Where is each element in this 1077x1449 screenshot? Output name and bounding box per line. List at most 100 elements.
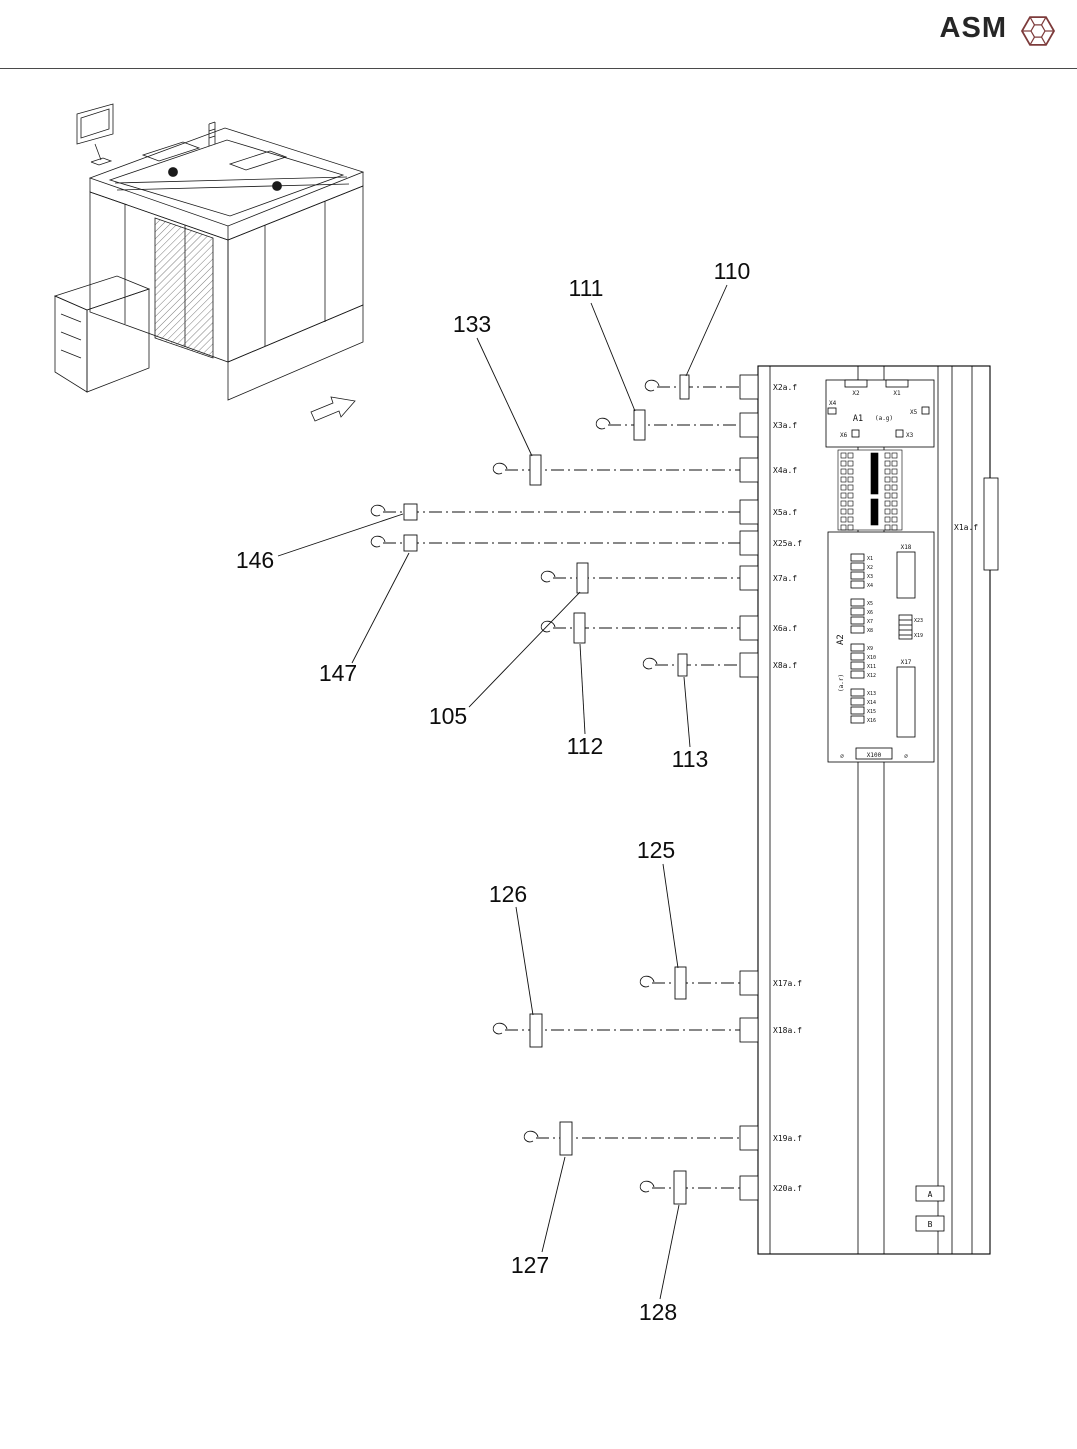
connector-stub-x20af: X20a.f — [739, 1175, 802, 1201]
connector-label: X17a.f — [773, 979, 802, 988]
cable-connector-symbol — [674, 966, 687, 1000]
connector-label: X4a.f — [773, 466, 797, 475]
a2-port-label: X11 — [867, 664, 876, 670]
a2-port-x17-label: X17 — [901, 659, 912, 666]
cable-links: 110 111 133 — [236, 258, 751, 1325]
cable-113: 113 — [642, 653, 740, 772]
a2-port-label: X16 — [867, 718, 876, 724]
machine-signal-tower — [208, 121, 216, 146]
cable-110: 110 — [644, 258, 751, 400]
a2-variant-label: (a.r) — [838, 674, 845, 692]
callout-label-105: 105 — [429, 703, 467, 729]
a2-port-label: X3 — [867, 574, 873, 580]
callout-label-128: 128 — [639, 1299, 677, 1325]
connector-stub-x2af: X2a.f — [739, 374, 797, 400]
cable-connector-symbol — [633, 409, 646, 441]
connector-stub-x5af: X5a.f — [739, 499, 797, 525]
machine-feeder-cabinet — [53, 275, 151, 393]
a2-dip-top-label: X23 — [914, 618, 923, 624]
connector-label: X3a.f — [773, 421, 797, 430]
cable-end-hook-icon — [642, 657, 658, 670]
machine-isometric-illustration — [53, 103, 365, 422]
screw-symbol: ⌀ — [904, 753, 908, 760]
cable-147: 147 — [319, 534, 740, 686]
cable-connector-symbol — [403, 503, 418, 521]
cable-connector-symbol — [529, 454, 542, 486]
cable-111: 111 — [569, 275, 740, 441]
a2-port-label: X6 — [867, 610, 873, 616]
callout-label-110: 110 — [714, 258, 751, 284]
box-b-label: B — [928, 1220, 933, 1229]
a2-port-label: X10 — [867, 655, 876, 661]
callout-label-111: 111 — [569, 275, 604, 301]
terminal-strip — [837, 449, 903, 531]
cable-133: 133 — [453, 311, 740, 486]
cable-connector-symbol — [529, 1013, 543, 1048]
a2-port-label: X1 — [867, 556, 873, 562]
cable-126: 126 — [489, 881, 740, 1048]
a1-port-x4-label: X4 — [829, 400, 837, 407]
direction-arrow-icon — [310, 396, 356, 422]
connector-label: X2a.f — [773, 383, 797, 392]
cable-end-hook-icon — [540, 620, 556, 633]
cable-127: 127 — [511, 1121, 740, 1278]
cable-end-hook-icon — [639, 1180, 655, 1193]
a2-name-label: A2 — [836, 634, 846, 645]
a2-port-label: X4 — [867, 583, 873, 589]
a2-port-label: X8 — [867, 628, 873, 634]
machine-hatched-panel — [154, 217, 214, 359]
brand-logo — [1015, 8, 1061, 54]
a2-port-label: X14 — [867, 700, 876, 706]
cable-connector-symbol — [576, 562, 589, 594]
cable-end-hook-icon — [370, 504, 386, 517]
connector-stub-x8af: X8a.f — [739, 652, 797, 678]
right-connector-x1af: X1a.f — [954, 477, 999, 571]
a1-name-label: A1 — [853, 414, 863, 424]
connector-stub-x7af: X7a.f — [739, 565, 797, 591]
a2-port-label: X7 — [867, 619, 873, 625]
cable-end-hook-icon — [370, 535, 386, 548]
a2-port-label: X2 — [867, 565, 873, 571]
cable-end-hook-icon — [540, 570, 556, 583]
connector-stub-x18af: X18a.f — [739, 1017, 802, 1043]
electrical-panel: X2a.f X3a.f X4a.f X5a.f X25a.f X7a.f — [739, 365, 999, 1255]
a2-port-label: X13 — [867, 691, 876, 697]
connector-label: X7a.f — [773, 574, 797, 583]
connector-stub-x19af: X19a.f — [739, 1125, 802, 1151]
cable-end-hook-icon — [639, 975, 655, 988]
cable-112: 112 — [540, 612, 740, 759]
board-a2: X18 X1 X2 X3 X4 X5 X6 X7 X8 X9 X10 X11 X… — [827, 531, 935, 763]
connector-label: X25a.f — [773, 539, 802, 548]
cable-connector-symbol — [673, 1170, 687, 1205]
a2-port-x18-label: X18 — [901, 544, 912, 551]
connector-stub-x25af: X25a.f — [739, 530, 802, 556]
connector-stub-x4af: X4a.f — [739, 457, 797, 483]
a1-port-x5-label: X5 — [910, 409, 918, 416]
cable-128: 128 — [639, 1170, 740, 1325]
machine-monitor — [76, 103, 114, 166]
connector-stub-x6af: X6a.f — [739, 615, 797, 641]
connector-label: X8a.f — [773, 661, 797, 670]
callout-label-133: 133 — [453, 311, 491, 337]
a2-port-x100-label: X100 — [867, 752, 882, 759]
a1-port-x6-label: X6 — [840, 432, 848, 439]
a1-variant-label: (a.g) — [875, 415, 893, 422]
connector-label: X20a.f — [773, 1184, 802, 1193]
a2-port-label: X15 — [867, 709, 876, 715]
bottom-box-a: A — [915, 1185, 945, 1202]
a1-port-x1-label: X1 — [893, 390, 901, 397]
callout-label-127: 127 — [511, 1252, 549, 1278]
cable-connector-symbol — [559, 1121, 573, 1156]
a2-port-label: X9 — [867, 646, 873, 652]
cable-105: 105 — [429, 562, 740, 729]
callout-label-125: 125 — [637, 837, 675, 863]
box-a-label: A — [928, 1190, 933, 1199]
cable-146: 146 — [236, 503, 740, 573]
board-a1: X2 X1 X4 A1 (a.g) X5 X6 X3 — [825, 379, 935, 448]
cable-connector-symbol — [403, 534, 418, 552]
connector-label: X5a.f — [773, 508, 797, 517]
connector-stub-x3af: X3a.f — [739, 412, 797, 438]
cable-end-hook-icon — [644, 379, 660, 392]
